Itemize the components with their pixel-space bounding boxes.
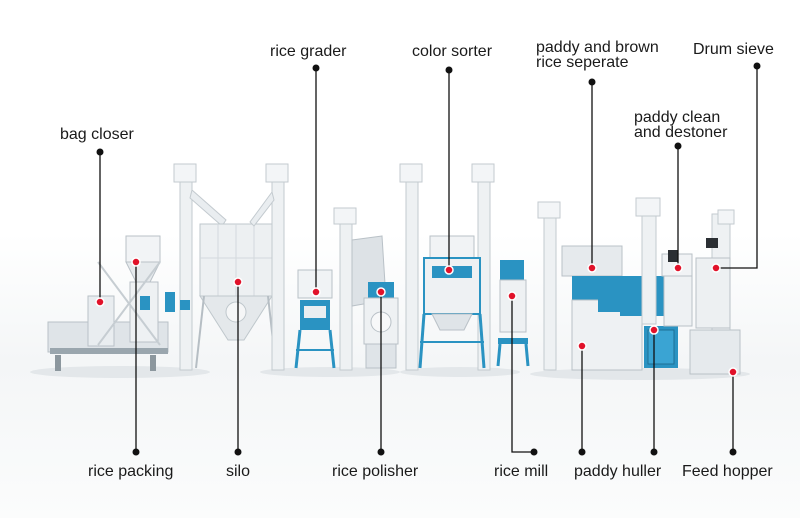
label-paddy-clean-destoner: paddy clean and destoner [634, 109, 728, 141]
label-rice-grader: rice grader [270, 43, 347, 60]
label-feed-hopper: Feed hopper [682, 463, 773, 480]
label-drum-sieve: Drum sieve [693, 41, 774, 58]
bucket-elevator-4 [399, 163, 423, 371]
bucket-elevator-2 [249, 163, 289, 371]
drum-sieve-machine [689, 209, 741, 375]
bucket-elevator-6 [537, 201, 561, 371]
bucket-elevator-1 [173, 163, 227, 371]
label-paddy-clean-line1: paddy clean [634, 109, 721, 126]
rice-grader-machine [294, 269, 336, 369]
color-sorter-machine [418, 235, 486, 369]
silo-tank [195, 223, 277, 369]
leader-lines [99, 66, 758, 453]
label-paddy-huller: paddy huller [574, 463, 662, 480]
rice-packing-machine [47, 235, 175, 371]
rice-mill-machine [496, 260, 530, 367]
label-paddy-brown-line1: paddy and brown [536, 39, 659, 56]
label-paddy-brown-line2: rice seperate [536, 54, 629, 71]
bucket-elevator-7 [635, 197, 661, 325]
red-markers [95, 257, 738, 377]
label-rice-polisher: rice polisher [332, 463, 419, 480]
floor-shadow [30, 366, 750, 380]
label-paddy-brown-rice-separate: paddy and brown rice seperate [536, 39, 659, 71]
label-silo: silo [226, 463, 251, 480]
label-dots [96, 62, 761, 456]
label-rice-mill: rice mill [494, 463, 549, 480]
label-bag-closer: bag closer [60, 126, 134, 143]
paddy-cleaner-machine [661, 250, 693, 327]
label-paddy-clean-line2: and destoner [634, 124, 728, 141]
label-rice-packing: rice packing [88, 463, 174, 480]
paddy-huller-machine [561, 245, 678, 371]
bucket-elevator-3 [333, 207, 387, 371]
label-color-sorter: color sorter [412, 43, 493, 60]
